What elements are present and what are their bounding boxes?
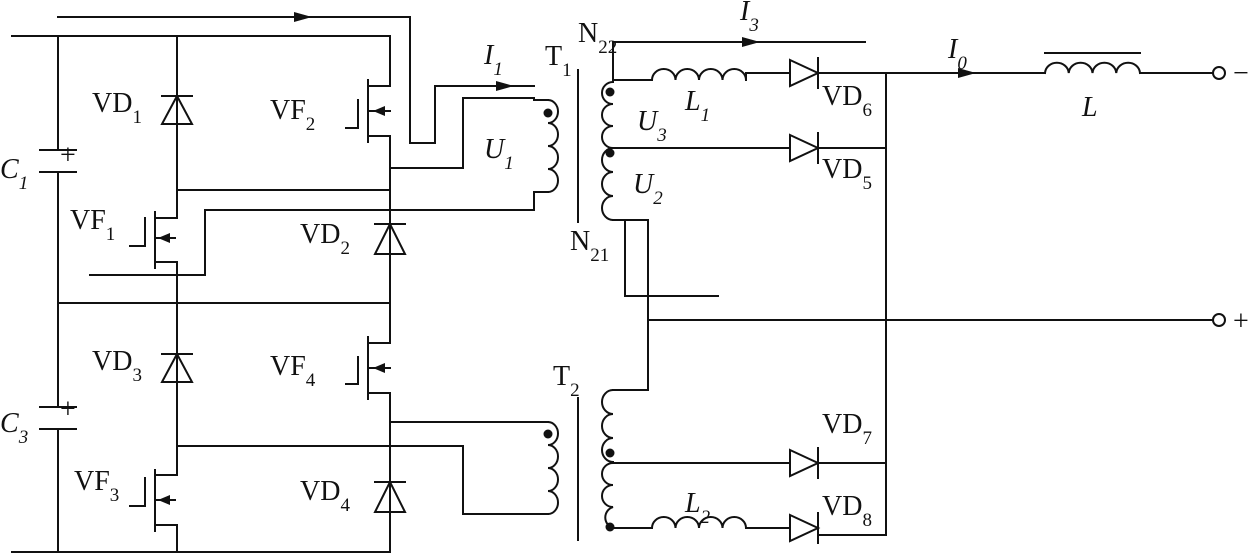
t2-mid-dot [605,448,615,458]
diode-vd7 [789,447,821,479]
label-u1: U1 [484,134,514,174]
transformer-t1 [543,41,626,223]
inductor-l2 [650,516,748,530]
label-c3-polarity: + [60,394,76,425]
diode-vd5 [789,132,821,164]
label-vf3: VF3 [74,466,119,506]
label-l: L [1081,92,1098,123]
capacitor-c3 [39,406,77,430]
label-c1-polarity: + [60,140,76,171]
wiring [11,16,1214,553]
t2-bottom-dot [605,522,615,532]
inductor-l [1043,52,1142,75]
label-l2: L2 [684,488,711,528]
current-arrows [294,12,976,91]
diode-vd4 [373,479,407,513]
label-c3: C3 [0,408,28,448]
arrow-i3 [742,37,760,47]
diode-vd1 [160,93,194,125]
labels: C1 + C3 + VD1 VD2 VD3 VD4 VD5 VD6 VD7 VD… [0,0,1249,531]
diode-vd8 [789,512,821,544]
inductor-l1 [650,68,748,82]
negative-terminal [1212,66,1226,80]
label-t1: T1 [545,41,572,81]
label-vd3: VD3 [92,346,142,386]
label-n22: N22 [578,18,617,58]
transformer-t2 [543,388,615,541]
label-c1: C1 [0,154,28,194]
label-vf4: VF4 [270,351,316,391]
label-i1: I1 [483,40,503,80]
label-t2: T2 [553,361,580,401]
t1-primary-dot [543,108,553,118]
label-vd4: VD4 [300,476,350,516]
label-vf2: VF2 [270,95,315,135]
label-i3: I3 [739,0,759,36]
label-vd6: VD6 [822,81,872,121]
label-negative-terminal: − [1233,58,1249,89]
capacitor-c1 [39,149,77,173]
arrow-i0 [958,68,976,78]
label-i0: I0 [947,34,967,74]
t1-n22-dot [605,87,615,97]
label-vd8: VD8 [822,491,872,531]
mosfet-vf4 [345,336,391,400]
diode-vd2 [373,221,407,255]
mosfet-vf3 [129,469,178,532]
mosfet-vf1 [129,211,178,269]
label-positive-terminal: + [1233,306,1249,337]
label-vd1: VD1 [92,88,142,128]
arrow-i1 [496,81,514,91]
label-vd2: VD2 [300,219,350,259]
label-l1: L1 [684,86,710,126]
diode-vd6 [789,57,821,89]
label-n21: N21 [570,226,609,266]
t1-n21-dot [605,148,615,158]
label-u3: U3 [637,106,667,146]
mosfet-vf2 [345,79,391,143]
arrow-top-rail [294,12,312,22]
t2-primary-dot [543,429,553,439]
positive-terminal [1212,313,1226,327]
label-vd5: VD5 [822,154,872,194]
label-u2: U2 [633,169,663,209]
label-vd7: VD7 [822,409,872,449]
label-vf1: VF1 [70,205,115,245]
diode-vd3 [160,351,194,383]
